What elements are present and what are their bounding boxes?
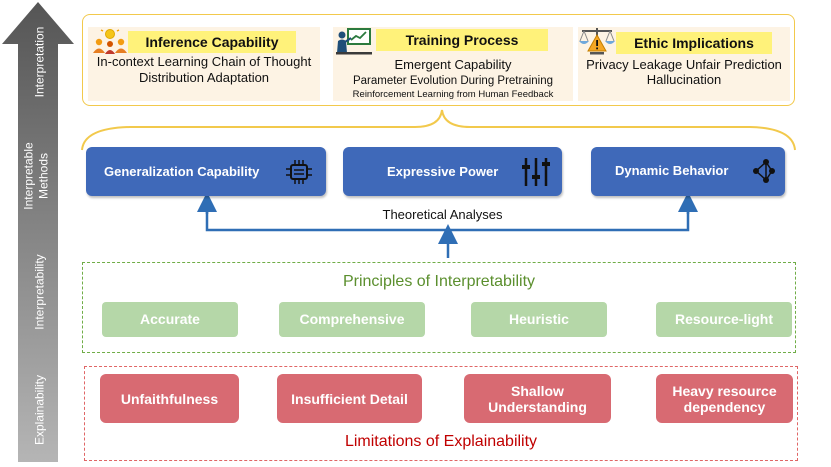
method-generalization-capability: Generalization Capability: [86, 147, 326, 196]
ethic-implications-title: Ethic Implications: [616, 32, 772, 54]
inference-capability-title: Inference Capability: [128, 31, 296, 53]
limitations-title: Limitations of Explainability: [344, 433, 538, 450]
method-dynamic-behavior: Dynamic Behavior: [591, 147, 785, 196]
principle-comprehensive: Comprehensive: [279, 302, 425, 337]
ethic-item-hallucination: Hallucination: [646, 72, 722, 87]
inference-item-icl: In-context Learning: [96, 54, 209, 69]
ethic-item-privacy: Privacy Leakage: [586, 57, 683, 72]
vertical-axis-arrow: [2, 2, 74, 462]
limitations-panel: [84, 366, 798, 461]
method-expressive-label: Expressive Power: [387, 164, 499, 179]
inference-capability-list: In-context Learning Chain of Thought Dis…: [88, 54, 320, 86]
sliders-icon: [522, 158, 550, 186]
ethic-implications-list: Privacy Leakage Unfair Prediction Halluc…: [578, 57, 790, 87]
limitation-insufficient-detail: Insufficient Detail: [277, 374, 422, 423]
ethic-item-unfair: Unfair Prediction: [685, 57, 782, 72]
limitation-shallow-understanding: Shallow Understanding: [464, 374, 611, 423]
idea-people-icon: [92, 27, 128, 59]
limitation-heavy-resource-dependency: Heavy resource dependency: [656, 374, 793, 423]
network-nodes-icon: [753, 159, 775, 183]
training-item-rlhf: Reinforcement Learning from Human Feedba…: [352, 89, 554, 100]
inference-item-distribution: Distribution Adaptation: [138, 70, 270, 85]
principles-panel: [82, 262, 796, 353]
method-dynamic-label: Dynamic Behavior: [615, 163, 729, 178]
scale-warning-icon: [577, 25, 617, 60]
inference-item-cot: Chain of Thought: [211, 54, 312, 69]
training-item-emergent: Emergent Capability: [394, 57, 512, 72]
limitation-unfaithfulness: Unfaithfulness: [100, 374, 239, 423]
method-generalization-label: Generalization Capability: [104, 164, 260, 179]
brace-curve: [81, 109, 796, 151]
principles-title: Principles of Interpretability: [342, 273, 536, 290]
training-process-title: Training Process: [376, 29, 548, 51]
method-expressive-power: Expressive Power: [343, 147, 562, 196]
principle-accurate: Accurate: [102, 302, 238, 337]
principle-heuristic: Heuristic: [471, 302, 607, 337]
processor-chip-icon: [286, 160, 312, 184]
training-item-parameter-evolution: Parameter Evolution During Pretraining: [352, 75, 554, 87]
presenter-board-icon: [336, 27, 372, 60]
theoretical-analyses-label: Theoretical Analyses: [382, 207, 503, 222]
principle-resource-light: Resource-light: [656, 302, 792, 337]
